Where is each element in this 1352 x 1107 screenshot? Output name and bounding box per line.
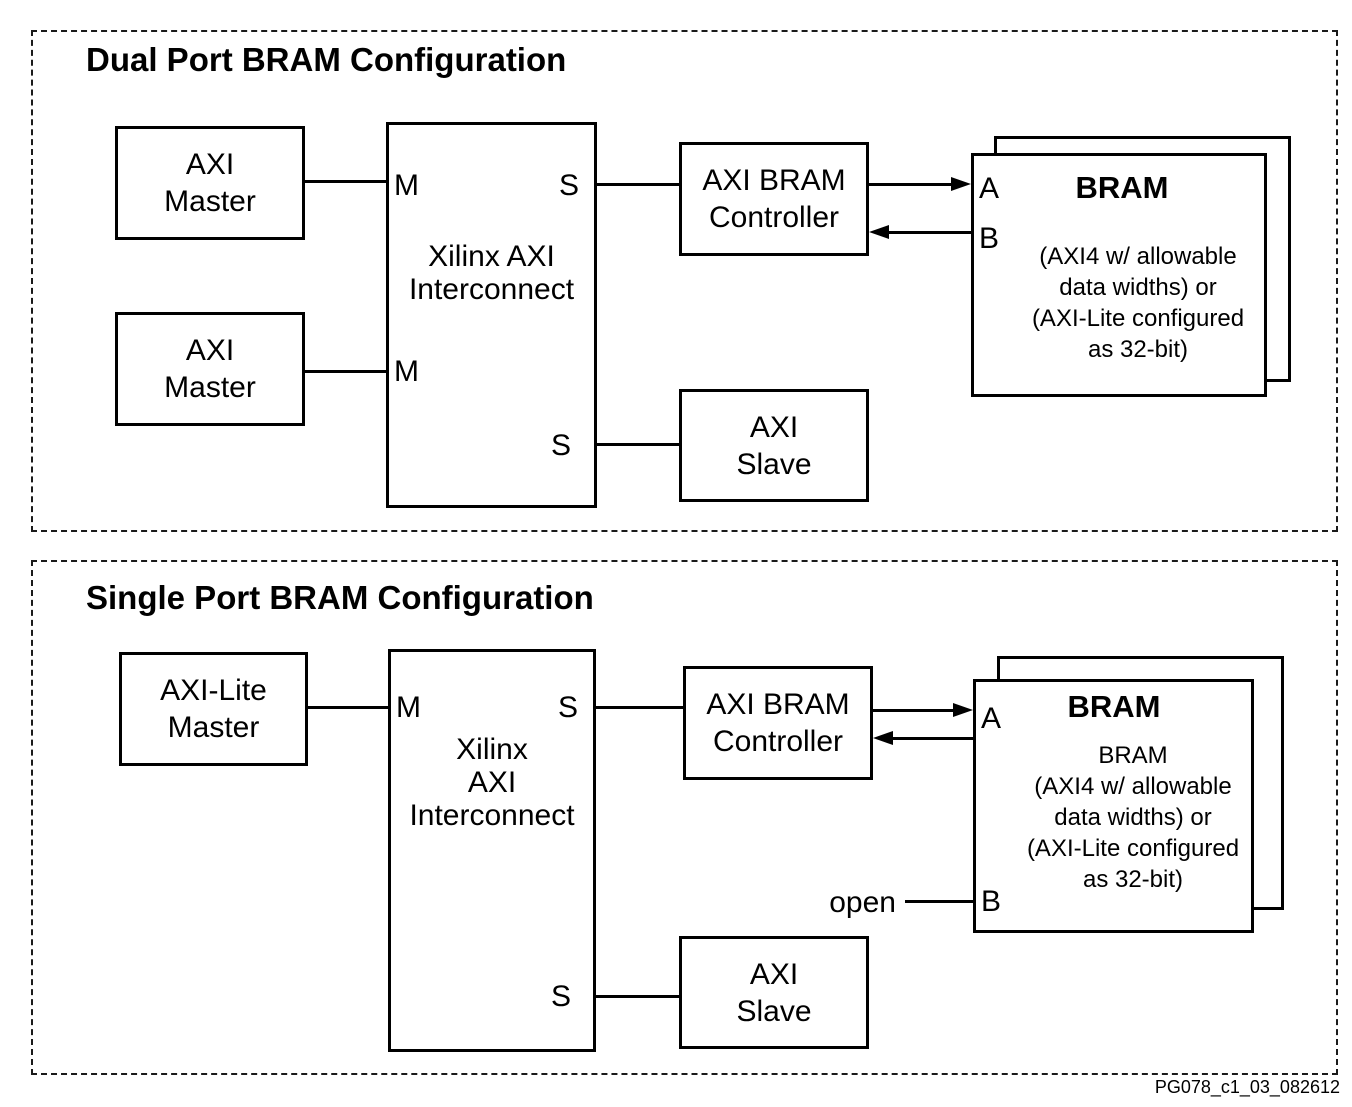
dual-bram-box xyxy=(971,153,1267,397)
dual-bram-title: BRAM xyxy=(1075,170,1169,205)
dual-axi-master-2-label-line2: Master xyxy=(164,371,256,404)
single-bram-description-line4: (AXI-Lite configured xyxy=(1026,835,1240,862)
single-master-label-line2: Master xyxy=(167,711,260,744)
dual-axi-master-2-label-line1: AXI xyxy=(185,334,235,367)
single-slave-label-line1: AXI xyxy=(749,957,799,991)
dual-axi-master-1-label-line1: AXI xyxy=(185,148,235,181)
single-bram-box xyxy=(973,679,1254,933)
single-axi-bram-controller-box: AXI BRAM Controller xyxy=(683,666,873,780)
single-open-to-bram-line xyxy=(905,900,973,903)
dual-bram-description-line4: as 32-bit) xyxy=(1087,336,1189,363)
dual-controller-label-line2: Controller xyxy=(708,201,840,234)
single-interconnect-label-line3: Interconnect xyxy=(409,799,575,832)
dual-master2-to-interconnect-line xyxy=(305,370,386,373)
single-controller-to-bram-arrowhead-icon xyxy=(953,703,973,717)
single-bram-description: BRAM (AXI4 w/ allowable data widths) or … xyxy=(1013,740,1253,895)
dual-bram-to-controller-arrowhead-icon xyxy=(869,225,889,239)
single-slave-label-line2: Slave xyxy=(736,994,812,1028)
dual-bram-to-controller-line xyxy=(889,231,971,234)
dual-bram-port-b-label: B xyxy=(979,222,1000,255)
single-interconnect-box xyxy=(388,649,596,1052)
dual-axi-master-1-box: AXI Master xyxy=(115,126,305,240)
single-port-m1-label: M xyxy=(396,691,421,724)
dual-axi-slave-box: AXI Slave xyxy=(679,389,869,502)
dual-bram-description-line1: (AXI4 w/ allowable xyxy=(1039,243,1237,270)
figure-id-text: PG078_c1_03_082612 xyxy=(1154,1077,1340,1097)
single-master-to-interconnect-line xyxy=(308,706,388,709)
dual-port-section-border xyxy=(31,30,1338,532)
single-interconnect-to-controller-line xyxy=(596,706,683,709)
single-controller-to-bram-line xyxy=(873,709,956,712)
single-bram-title: BRAM xyxy=(1067,689,1161,724)
dual-bram-description-line2: data widths) or xyxy=(1059,274,1217,301)
single-axi-slave-box: AXI Slave xyxy=(679,936,869,1049)
dual-port-s1-label: S xyxy=(559,169,580,202)
dual-port-m2-label: M xyxy=(394,355,419,388)
dual-bram-description-line3: (AXI-Lite configured xyxy=(1031,305,1245,332)
single-bram-to-controller-line xyxy=(893,737,973,740)
single-port-s1-label: S xyxy=(558,691,579,724)
single-axi-lite-master-box: AXI-Lite Master xyxy=(119,652,308,766)
single-open-label: open xyxy=(829,886,896,919)
dual-interconnect-label: Xilinx AXI Interconnect xyxy=(386,240,597,306)
single-controller-label-line2: Controller xyxy=(712,725,844,758)
dual-interconnect-to-controller-line xyxy=(597,183,679,186)
single-master-label-line1: AXI-Lite xyxy=(160,674,267,707)
single-port-s2-label: S xyxy=(551,980,572,1013)
dual-axi-master-1-label-line2: Master xyxy=(164,185,256,218)
single-controller-label-line1: AXI BRAM xyxy=(706,688,850,721)
dual-slave-label-line2: Slave xyxy=(736,447,812,481)
dual-master1-to-interconnect-line xyxy=(305,180,386,183)
single-interconnect-label: Xilinx AXI Interconnect xyxy=(388,733,596,832)
dual-controller-to-bram-arrowhead-icon xyxy=(951,177,971,191)
dual-bram-description: (AXI4 w/ allowable data widths) or (AXI-… xyxy=(1008,241,1268,365)
dual-port-m1-label: M xyxy=(394,169,419,202)
dual-controller-to-bram-line xyxy=(869,183,953,186)
dual-port-section-title: Dual Port BRAM Configuration xyxy=(86,41,567,78)
single-port-section-title: Single Port BRAM Configuration xyxy=(86,579,594,616)
dual-port-s2-label: S xyxy=(551,429,572,462)
single-bram-description-line1: BRAM xyxy=(1098,742,1168,769)
dual-bram-port-a-label: A xyxy=(979,172,1000,205)
dual-interconnect-label-line1: Xilinx AXI xyxy=(428,240,555,273)
single-bram-to-controller-arrowhead-icon xyxy=(873,731,893,745)
dual-controller-label-line1: AXI BRAM xyxy=(702,164,846,197)
single-bram-port-b-label: B xyxy=(981,885,1002,918)
dual-axi-bram-controller-box: AXI BRAM Controller xyxy=(679,142,869,256)
single-bram-description-line3: data widths) or xyxy=(1054,804,1212,831)
dual-interconnect-label-line2: Interconnect xyxy=(408,273,575,306)
dual-interconnect-to-slave-line xyxy=(597,443,679,446)
single-interconnect-to-slave-line xyxy=(596,995,679,998)
dual-slave-label-line1: AXI xyxy=(749,410,799,444)
single-bram-description-line5: as 32-bit) xyxy=(1082,866,1184,893)
single-interconnect-label-line2: AXI xyxy=(467,766,517,799)
dual-axi-master-2-box: AXI Master xyxy=(115,312,305,426)
dual-interconnect-box xyxy=(386,122,597,508)
single-interconnect-label-line1: Xilinx xyxy=(456,733,528,766)
single-bram-port-a-label: A xyxy=(981,702,1002,735)
single-bram-description-line2: (AXI4 w/ allowable xyxy=(1034,773,1232,800)
single-port-section-border xyxy=(31,560,1338,1075)
